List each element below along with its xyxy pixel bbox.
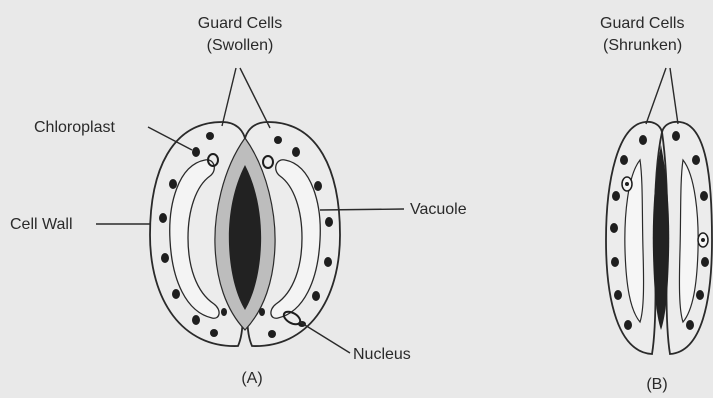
- chloroplast-label: Chloroplast: [34, 119, 115, 136]
- guard-cells-shrunken-label: Guard Cells: [600, 15, 684, 32]
- guard-cells-swollen-sublabel: (Swollen): [207, 37, 274, 54]
- guard-cells-swollen-label: Guard Cells: [198, 15, 282, 32]
- guard-cells-shrunken-sublabel: (Shrunken): [603, 37, 682, 54]
- diagram-a-open-stoma: Guard Cells (Swollen) Chloroplast Cell W…: [10, 15, 467, 387]
- nucleus-label: Nucleus: [353, 346, 411, 363]
- vacuole-label: Vacuole: [410, 201, 467, 218]
- caption-b: (B): [646, 376, 667, 393]
- vacuole-pointer: [320, 209, 404, 210]
- guard-cells-shrunken-pointer: [646, 68, 678, 124]
- cell-wall-label: Cell Wall: [10, 216, 73, 233]
- nucleus-pointer: [300, 322, 350, 353]
- caption-a: (A): [241, 370, 262, 387]
- guard-cells-swollen-pointer: [222, 68, 270, 128]
- diagram-b-closed-stoma: Guard Cells (Shrunken) (B): [600, 15, 712, 393]
